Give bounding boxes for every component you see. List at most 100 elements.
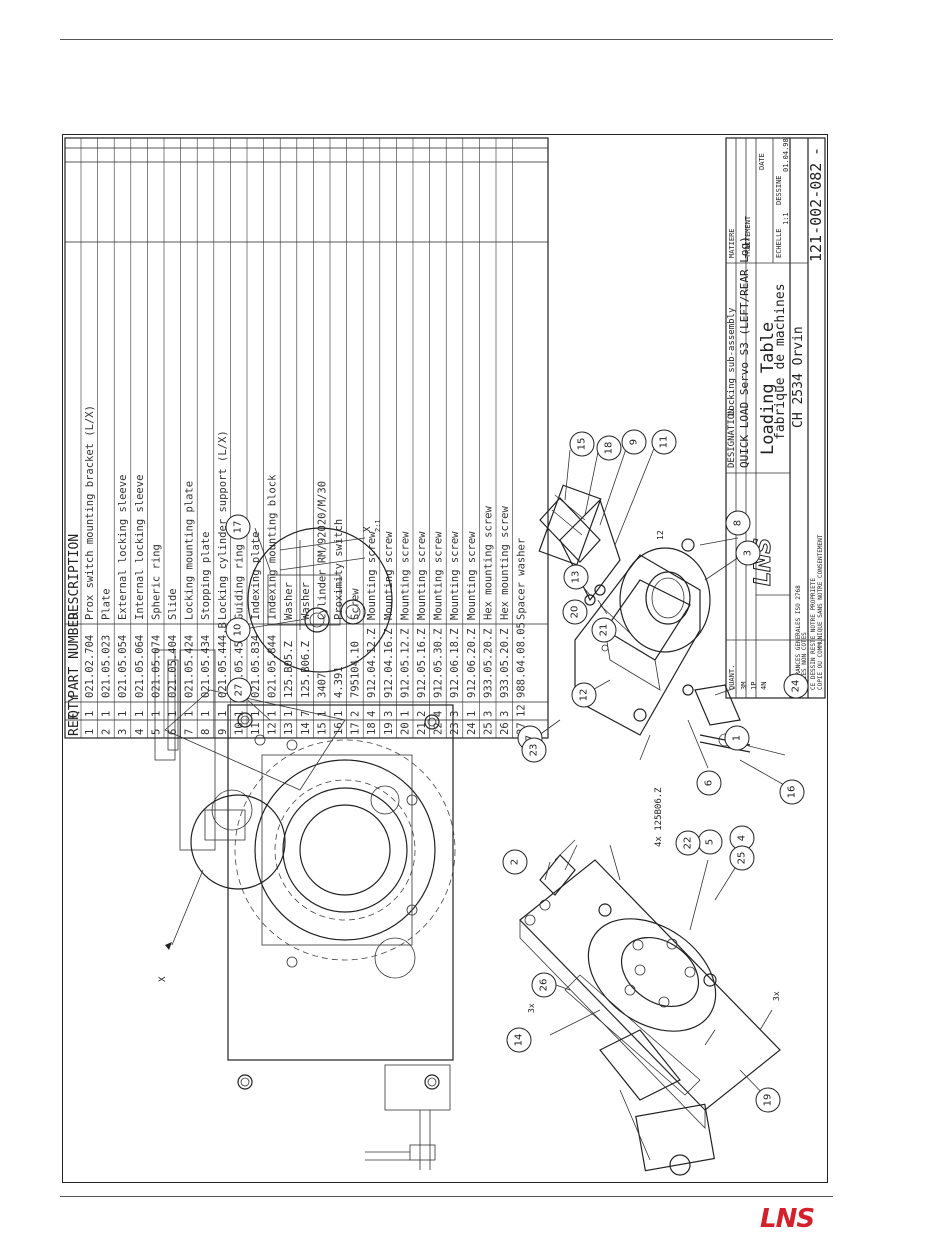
parts-row-qty: 1	[134, 711, 146, 717]
parts-row-qty: 1	[399, 711, 411, 717]
plan-view	[154, 649, 456, 1170]
balloon-27: 27	[226, 677, 252, 703]
parts-header-ref: REF	[67, 712, 82, 736]
tolerance-note-2: ANGLES NON COTES	[801, 632, 808, 690]
parts-row-description: Indexing mounting block	[267, 474, 279, 620]
parts-row-description: Hex mounting screw	[482, 506, 494, 620]
parts-row-qty: 3	[482, 711, 494, 717]
parts-row-ref: 15	[316, 722, 328, 735]
parts-row-part-number: 4.391	[333, 666, 345, 698]
scale-label: ECHELLE	[775, 228, 783, 258]
parts-row-ref: 6	[167, 729, 179, 735]
top-rule	[60, 39, 833, 40]
balloon-21: 21	[591, 617, 617, 643]
balloon-9: 9	[621, 429, 647, 455]
parts-row-ref: 11	[250, 722, 262, 735]
parts-row-part-number: 3407	[316, 673, 328, 698]
parts-row-description: Cylinder RM/92020/M/30	[316, 481, 328, 620]
parts-row-part-number: 912.05.12.Z	[399, 628, 411, 698]
balloon-23: 23	[521, 737, 547, 763]
parts-row-description: Washer	[283, 582, 295, 620]
parts-row-qty: 3	[499, 711, 511, 717]
svg-text:LNS: LNS	[760, 1204, 814, 1232]
balloon-1: 1	[724, 725, 750, 751]
lns-logo: LNS	[760, 1204, 815, 1232]
parts-row-qty: 7	[300, 711, 312, 717]
parts-row-qty: 1	[101, 711, 113, 717]
svg-text:27: 27	[234, 684, 245, 697]
parts-row-qty: 1	[466, 711, 478, 717]
svg-text:10: 10	[233, 624, 244, 637]
treatment-label: TRAITEMENT	[744, 215, 752, 258]
parts-row-qty: 1	[283, 711, 295, 717]
balloon-14: 14	[506, 1027, 532, 1053]
parts-row-part-number: 021.05.844	[267, 635, 279, 698]
parts-row-part-number: 912.05.16.Z	[416, 628, 428, 698]
parts-row-qty: 4	[433, 711, 445, 717]
balloon-13: 13	[563, 564, 589, 590]
svg-text:21: 21	[599, 624, 610, 637]
svg-text:9: 9	[629, 439, 640, 445]
washer-note: 4x 125B06.Z	[654, 787, 664, 847]
isometric-view-lower	[519, 839, 781, 1176]
parts-header-description: DESCRIPTION	[67, 534, 82, 620]
svg-text:13: 13	[571, 571, 582, 584]
drawing-title: Loading Table	[758, 322, 778, 455]
parts-row-description: Guiding ring	[233, 544, 245, 620]
parts-row-part-number: 125.B05.Z	[283, 641, 295, 698]
parts-row-description: Mounting screw	[449, 531, 461, 620]
balloon-20: 20	[562, 599, 588, 625]
date-label: DATE	[758, 153, 766, 170]
balloon-6: 6	[696, 770, 722, 796]
parts-row-qty: 1	[217, 711, 229, 717]
balloon-11: 11	[651, 429, 677, 455]
material-label: MATIERE	[728, 228, 736, 258]
parts-row-ref: 24	[466, 722, 478, 735]
parts-row-ref: 23	[449, 722, 461, 735]
parts-row-part-number: 021.05.424	[184, 635, 196, 698]
qty-note-3x: 3x	[527, 1003, 536, 1013]
parts-row-ref: 10	[233, 722, 245, 735]
parts-row-description: Stopping plate	[200, 531, 212, 620]
parts-row-ref: 2	[101, 729, 113, 735]
parts-row-ref: 4	[134, 729, 146, 735]
assembly-name: QUICK LOAD Servo S3 (LEFT/REAR Log)	[738, 236, 751, 468]
parts-row-description: Locking mounting plate	[184, 481, 196, 620]
balloon-25: 25	[729, 845, 755, 871]
svg-text:3: 3	[743, 550, 754, 556]
drawn-label: DESSINE	[775, 175, 783, 205]
balloon-8: 8	[725, 510, 751, 536]
parts-row-description: Screw	[350, 588, 362, 620]
parts-row-part-number: 021.05.444.B	[217, 622, 229, 698]
parts-row-qty: 2	[350, 711, 362, 717]
parts-row-description: Mounting screw	[383, 531, 395, 620]
parts-row-part-number: 125.B06.Z	[300, 641, 312, 698]
parts-row-part-number: 912.04.12.Z	[366, 628, 378, 698]
parts-row-qty: 1	[250, 711, 262, 717]
parts-row-part-number: 933.05.20.Z	[482, 628, 494, 698]
parts-row-qty: 1	[267, 711, 279, 717]
parts-row-qty: 1	[150, 711, 162, 717]
view-marker-x: X	[158, 976, 168, 982]
dimension-12: 12	[656, 530, 665, 540]
parts-row-description: Plate	[101, 588, 113, 620]
parts-row-ref: 5	[150, 729, 162, 735]
parts-row-part-number: 021.02.704	[84, 635, 96, 698]
parts-row-description: Hex mounting screw	[499, 506, 511, 620]
parts-row-qty: 1	[117, 711, 129, 717]
parts-row-part-number: 021.05.023	[101, 635, 113, 698]
balloon-26: 26	[531, 972, 557, 998]
part-balloons: 1234567891011121314151617181920212223242…	[225, 429, 809, 1113]
svg-text:17: 17	[233, 521, 244, 534]
parts-row-part-number: 021.05.834	[250, 635, 262, 698]
company-address: CH 2534 Orvin	[791, 326, 806, 428]
designation-label: DESIGNATION	[727, 408, 737, 468]
parts-table-frame	[64, 137, 549, 739]
parts-header-part-number: PART NUMBER	[67, 612, 82, 698]
parts-row-qty: 12	[516, 704, 528, 717]
parts-row-part-number: 021.05.064	[134, 635, 146, 698]
parts-row-description: Spheric ring	[150, 544, 162, 620]
company-name: fabrique de machines	[773, 283, 788, 440]
drawing-sheet	[62, 134, 828, 1183]
parts-row-part-number: 021.05.074	[150, 635, 162, 698]
